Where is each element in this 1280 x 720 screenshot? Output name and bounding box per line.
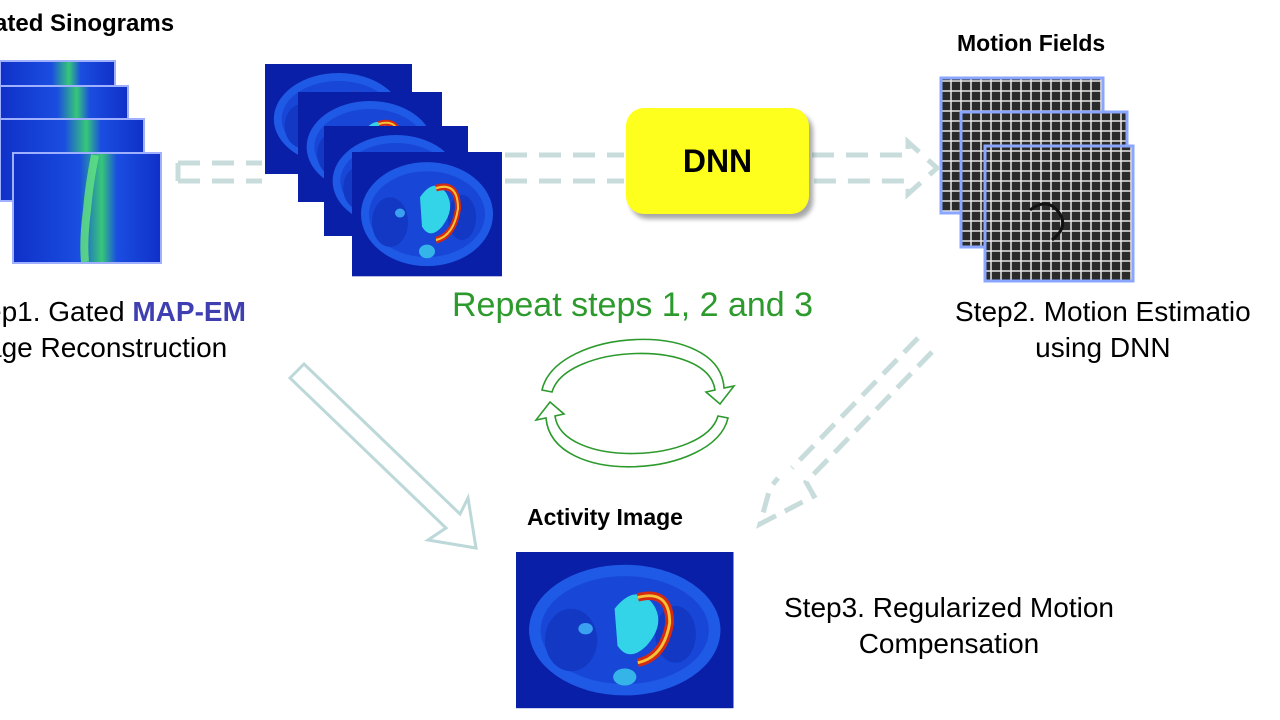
sinogram-stack [0,61,161,263]
step3-label: Step3. Regularized Motion Compensation [784,590,1114,662]
step2-line2: using DNN [955,330,1251,366]
hollow-arrow-recon-to-activity [290,364,476,548]
repeat-steps-label: Repeat steps 1, 2 and 3 [452,286,813,325]
motion-fields-title: Motion Fields [957,30,1105,57]
dashed-arrow-sinogram-to-recon [178,163,262,181]
dnn-label: DNN [683,143,752,180]
reconstruction-stack [265,64,502,276]
step2-label: Step2. Motion Estimatio using DNN [955,294,1251,366]
step2-line1: Step2. Motion Estimatio [955,294,1251,330]
step3-line1: Step3. Regularized Motion [784,590,1114,626]
gated-sinograms-title: ated Sinograms [0,10,174,38]
dashed-arrow-dnn-to-motion [812,142,937,194]
activity-image-title: Activity Image [527,504,683,531]
motion-field-stack [941,78,1133,281]
step1-prefix: ep1. Gated [0,296,132,327]
activity-image [516,552,734,708]
step1-label: ep1. Gated MAP-EM age Reconstruction [0,294,246,366]
step3-line2: Compensation [784,626,1114,662]
dashed-arrow-recon-to-dnn [505,155,624,181]
repeat-cycle-arrows [536,339,734,466]
step1-line2: age Reconstruction [0,330,246,366]
dnn-block: DNN [626,108,809,214]
step1-line1: ep1. Gated MAP-EM [0,294,246,330]
map-em-highlight: MAP-EM [132,296,246,327]
dashed-arrow-motion-to-activity [760,338,932,524]
